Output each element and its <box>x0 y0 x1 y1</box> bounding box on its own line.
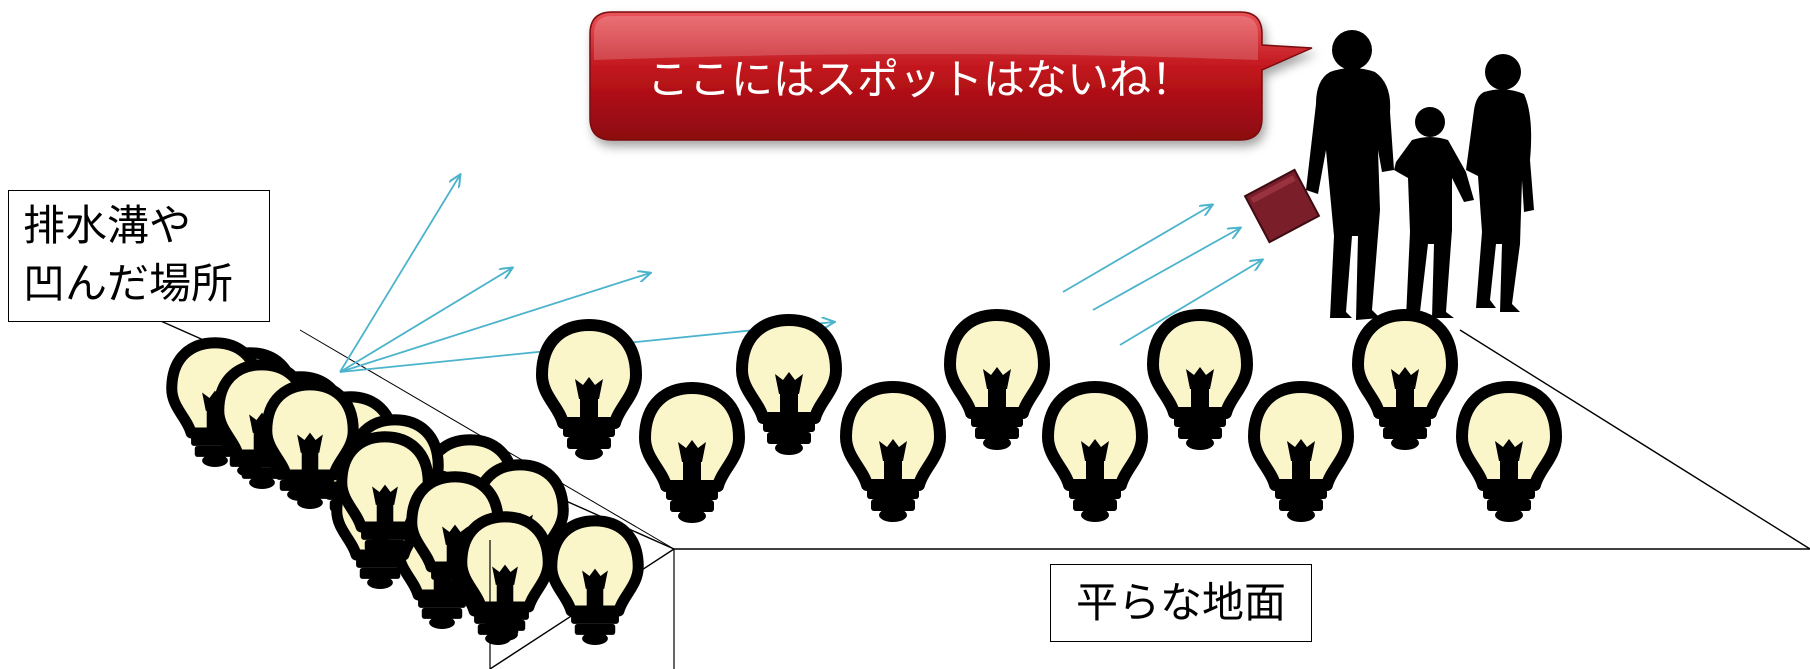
ditch-outline <box>489 540 675 669</box>
label-ditch-line1: 排水溝や <box>23 201 192 250</box>
wifi-signal-arrow-icon <box>1062 205 1262 346</box>
label-ditch-area: 排水溝や 凹んだ場所 <box>8 190 270 322</box>
speech-bubble-text: ここにはスポットはないね！ <box>646 55 1193 104</box>
light-bulb-icon <box>742 320 836 455</box>
label-flat-ground: 平らな地面 <box>1050 564 1312 642</box>
light-bulb-icon <box>542 325 636 460</box>
light-bulb-icon <box>950 315 1044 450</box>
light-bulb-icon <box>1358 315 1452 450</box>
light-bulb-icon <box>552 521 638 645</box>
light-bulb-icon <box>1153 315 1247 450</box>
light-bulb-icon <box>1254 387 1348 522</box>
light-bulb-icon <box>1048 387 1142 522</box>
family-silhouette-icon <box>1306 30 1534 320</box>
label-ditch-line2: 凹んだ場所 <box>23 259 234 308</box>
wallet-icon <box>1243 168 1321 244</box>
bulbs-flat-ground <box>542 315 1556 523</box>
light-bulb-icon <box>846 387 940 522</box>
light-bulb-icon <box>1462 387 1556 522</box>
light-bulb-icon <box>645 388 739 523</box>
speech-bubble <box>589 11 1313 141</box>
